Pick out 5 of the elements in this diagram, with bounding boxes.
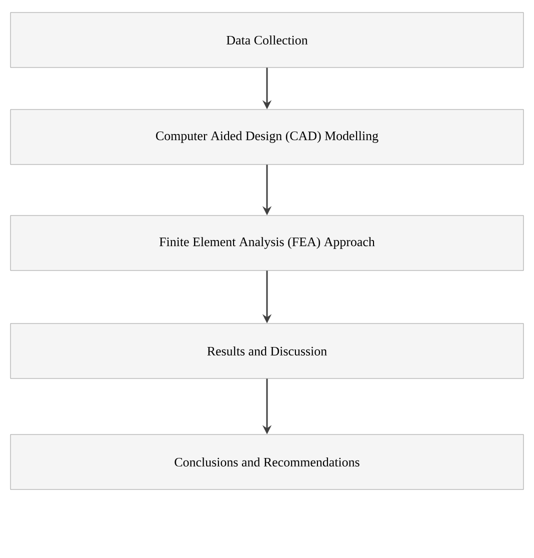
process-box: Finite Element Analysis (FEA) Approach <box>10 215 524 271</box>
process-box: Conclusions and Recommendations <box>10 434 524 490</box>
process-box: Data Collection <box>10 12 524 68</box>
process-box: Results and Discussion <box>10 323 524 379</box>
process-box: Computer Aided Design (CAD) Modelling <box>10 109 524 165</box>
